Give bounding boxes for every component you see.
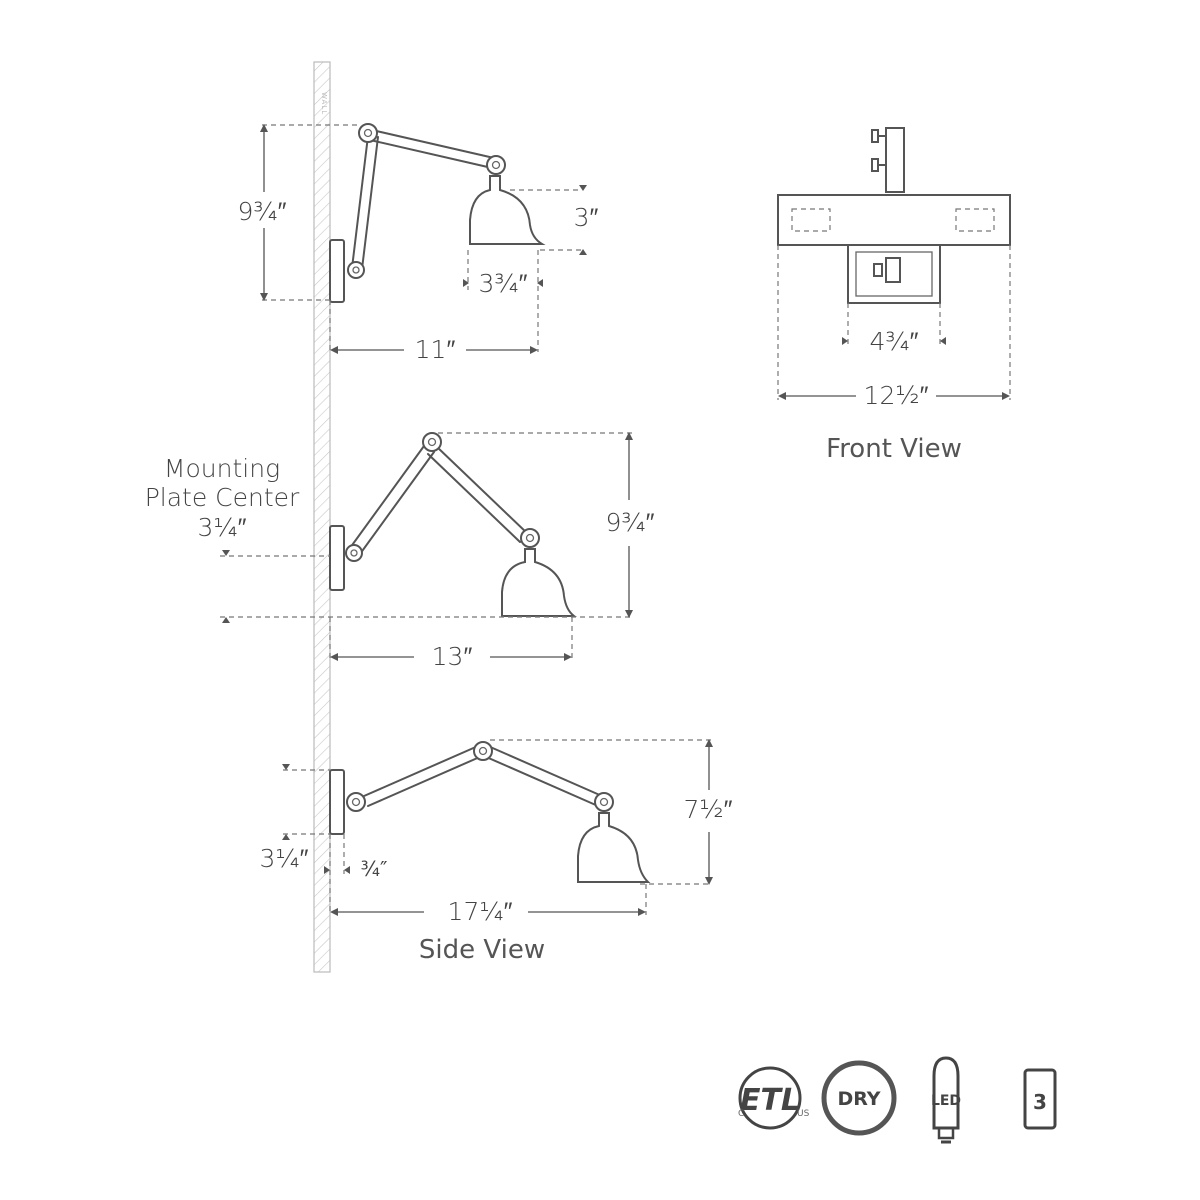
wall-plate — [329, 525, 345, 591]
wall: WALL — [313, 61, 331, 973]
joint — [594, 792, 614, 812]
dim-low-extension: 17¼″ — [448, 897, 513, 926]
joint — [347, 261, 365, 279]
dim-top-extension: 11″ — [415, 335, 456, 364]
svg-text:3: 3 — [1033, 1090, 1047, 1114]
svg-text:DRY: DRY — [837, 1088, 880, 1110]
joint — [345, 544, 363, 562]
dim-top-arm-height: 9¾″ — [238, 197, 287, 226]
svg-text:US: US — [797, 1109, 810, 1119]
joint — [346, 792, 366, 812]
wall-label: WALL — [320, 92, 328, 115]
bell-shade — [469, 175, 546, 245]
dim-low-wall-offset: ¾″ — [361, 857, 388, 881]
joint — [486, 155, 506, 175]
led-bulb-icon: LED — [931, 1056, 961, 1144]
etl-listed-icon: ETL C US — [738, 1066, 810, 1130]
front-view-caption: Front View — [826, 434, 962, 464]
dim-mid-arm-height: 9¾″ — [606, 508, 655, 537]
side-view-middle — [220, 432, 633, 661]
dim-top-shade-height: 3″ — [574, 203, 599, 232]
switch-icon: 3 — [1023, 1068, 1057, 1130]
joint — [422, 432, 442, 452]
dim-low-arm-height: 7½″ — [684, 795, 733, 824]
joint — [473, 741, 493, 761]
dim-mid-plate-center: 3¼″ — [198, 513, 247, 542]
mounting-label-line2: Plate Center — [145, 483, 300, 512]
svg-text:ETL: ETL — [740, 1083, 800, 1118]
mounting-label-line1: Mounting — [164, 454, 280, 483]
side-view-caption: Side View — [419, 935, 545, 965]
dim-front-canopy-width: 4¾″ — [870, 327, 919, 356]
svg-text:C: C — [738, 1109, 744, 1119]
wall-plate — [329, 769, 345, 835]
bell-shade — [577, 812, 651, 883]
dim-top-shade-width: 3¾″ — [479, 269, 528, 298]
bell-shade — [501, 548, 577, 617]
dry-location-icon: DRY — [821, 1060, 897, 1136]
dim-mid-extension: 13″ — [432, 642, 473, 671]
wall-plate — [329, 239, 345, 303]
svg-text:LED: LED — [931, 1093, 961, 1109]
joint — [520, 528, 540, 548]
side-view-top — [260, 123, 587, 354]
front-view — [777, 127, 1011, 400]
dim-low-plate-center: 3¼″ — [260, 844, 309, 873]
dim-front-overall-width: 12½″ — [864, 381, 929, 410]
joint — [358, 123, 378, 143]
side-view-bottom — [282, 739, 713, 916]
